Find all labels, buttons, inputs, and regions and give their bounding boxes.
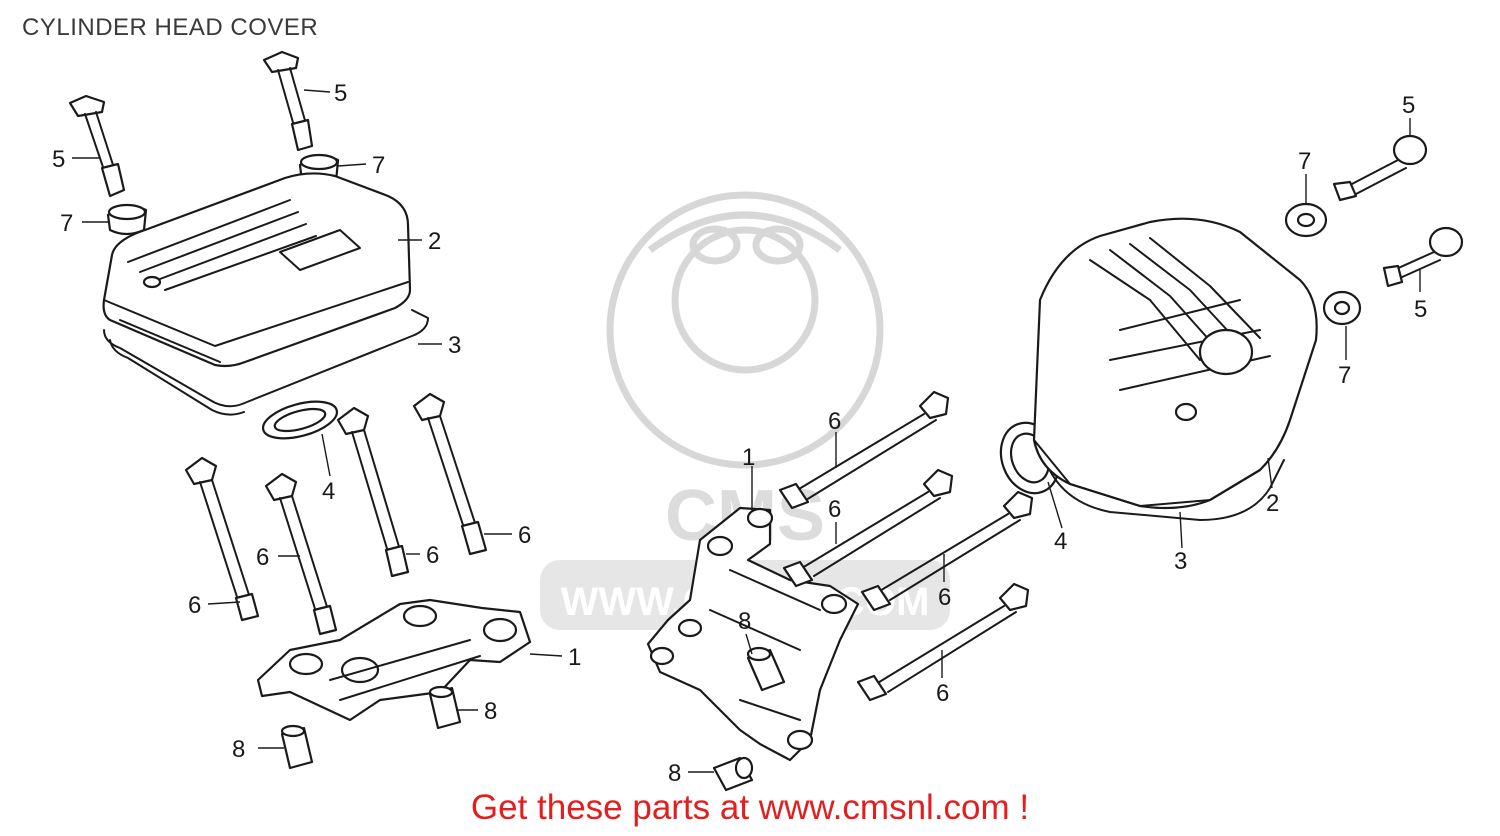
callout-8-c: 8 (738, 608, 751, 635)
callout-6-d: 6 (188, 592, 201, 619)
callout-6-e: 6 (828, 408, 841, 435)
callout-labels: 5 5 7 7 2 3 4 6 6 6 6 1 8 8 1 6 6 6 6 8 … (52, 80, 1427, 787)
callout-1-b: 1 (742, 444, 755, 471)
watermark-goggles (647, 211, 843, 253)
grommet-7-right-a (1284, 202, 1328, 238)
leader-lines (72, 89, 1421, 773)
callout-5-c: 5 (1402, 92, 1415, 119)
bolt-6-right-c (860, 490, 1034, 612)
watermark-ring (606, 191, 884, 469)
callout-4-b: 4 (1054, 528, 1067, 555)
callout-6-f: 6 (828, 496, 841, 523)
head-cover-right (1032, 217, 1318, 521)
head-cover-left (102, 172, 412, 368)
callout-6-a: 6 (518, 522, 531, 549)
callout-5-d: 5 (1414, 296, 1427, 323)
bolt-6-left-a (184, 456, 260, 622)
callout-5-a: 5 (334, 80, 347, 107)
bolt-6-left-d (412, 392, 488, 556)
callout-6-g: 6 (938, 584, 951, 611)
bolt-5-left-a (68, 94, 126, 198)
watermark-goggle-left (689, 225, 741, 265)
bolt-5-right-a (1332, 134, 1428, 202)
dowel-8-right-b (712, 756, 754, 792)
callout-7-c: 7 (1298, 148, 1311, 175)
bolt-6-right-b (782, 468, 954, 588)
seal-ring-left (261, 400, 339, 440)
callout-2-b: 2 (1266, 490, 1279, 517)
rocker-holder-left (256, 598, 532, 722)
watermark-goggle-right (752, 225, 804, 265)
callout-3-a: 3 (448, 332, 461, 359)
callout-8-a: 8 (484, 698, 497, 725)
callout-1-a: 1 (568, 644, 581, 671)
bolt-6-left-c (336, 406, 410, 578)
callout-7-a: 7 (372, 152, 385, 179)
bolt-5-left-b (262, 50, 314, 152)
callout-8-d: 8 (668, 760, 681, 787)
callout-7-b: 7 (60, 210, 73, 237)
callout-8-b: 8 (232, 736, 245, 763)
grommet-7-right-b (1322, 290, 1362, 326)
callout-5-b: 5 (52, 146, 65, 173)
rocker-holder-right (646, 506, 860, 762)
bolt-6-left-b (264, 472, 338, 636)
bolt-5-right-b (1382, 226, 1464, 288)
callout-6-c: 6 (256, 544, 269, 571)
dowel-8-left-a (428, 685, 462, 730)
dowel-8-right-a (746, 646, 786, 692)
callout-6-b: 6 (426, 542, 439, 569)
callout-7-d: 7 (1338, 362, 1351, 389)
dowel-8-left-b (280, 724, 314, 770)
bolt-6-right-d (856, 582, 1030, 702)
callout-6-h: 6 (936, 680, 949, 707)
callout-4-a: 4 (322, 478, 335, 505)
callout-2-a: 2 (428, 228, 441, 255)
grommet-7-left-b (106, 203, 148, 236)
parts-link-banner[interactable]: Get these parts at www.cmsnl.com ! (470, 788, 1030, 827)
bolt-6-right-a (778, 390, 950, 510)
watermark-face (671, 226, 819, 374)
page-title: CYLINDER HEAD COVER (22, 14, 319, 41)
callout-3-b: 3 (1174, 548, 1187, 575)
gasket-left (103, 309, 429, 416)
